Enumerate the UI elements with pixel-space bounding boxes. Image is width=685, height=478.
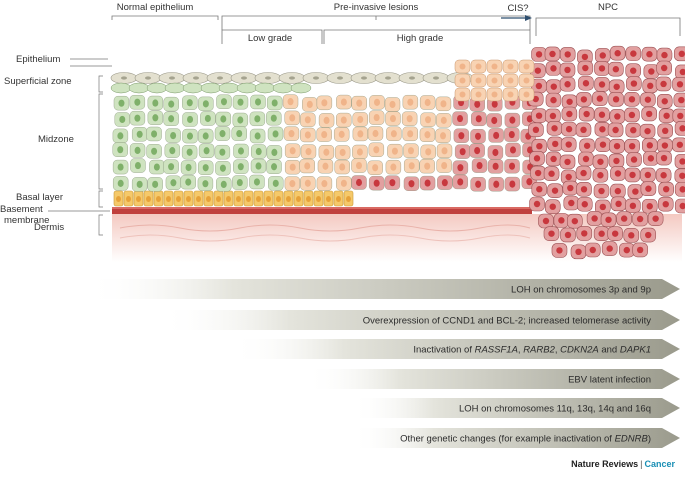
- event-arrow: Other genetic changes (for example inact…: [352, 428, 680, 448]
- separator: ,: [555, 345, 560, 356]
- layer-epithelium-label: Epithelium: [16, 54, 60, 65]
- gene-name: RASSF1A: [475, 345, 518, 356]
- event-arrow: Inactivation of RASSF1A, RARB2, CDKN2A a…: [232, 339, 680, 359]
- stage-preinvasive-label: Pre-invasive lesions: [334, 2, 419, 13]
- squamous-cell: [164, 82, 186, 94]
- layer-basement-label-2: membrane: [4, 215, 49, 226]
- bracket-normal: [111, 15, 219, 20]
- layer-labels: Epithelium Superficial zone Midzone Basa…: [0, 54, 112, 236]
- layer-superficial-label: Superficial zone: [4, 76, 72, 87]
- npc-tumour-mass: [454, 45, 685, 260]
- squamous-cell: [110, 82, 132, 94]
- stage-header: Normal epithelium Pre-invasive lesions L…: [111, 2, 681, 44]
- gene-name: EDNRB: [615, 434, 649, 445]
- svg-text:Other genetic changes (for exa: Other genetic changes (for example inact…: [400, 434, 651, 445]
- gene-name: CDKN2A: [560, 345, 599, 356]
- layer-midzone-label: Midzone: [38, 134, 74, 145]
- stage-low-grade-label: Low grade: [248, 33, 292, 44]
- squamous-cell: [200, 82, 222, 94]
- tissue-illustration: [110, 45, 685, 262]
- layer-dermis-label: Dermis: [34, 222, 64, 233]
- squamous-cell: [218, 82, 240, 94]
- stage-high-grade-label: High grade: [397, 33, 443, 44]
- event-arrow: EBV latent infection: [306, 369, 680, 389]
- event-label: EBV latent infection: [568, 375, 651, 386]
- svg-text:LOH on chromosomes 11q, 13q, 1: LOH on chromosomes 11q, 13q, 14q and 16q: [459, 404, 651, 415]
- journal-credit: Nature Reviews|Cancer: [571, 459, 675, 469]
- gene-name: RARB2: [523, 345, 555, 356]
- squamous-cell: [146, 82, 168, 94]
- journal-name: Nature Reviews: [571, 459, 639, 469]
- separator: ): [648, 434, 651, 445]
- event-arrow: Overexpression of CCND1 and BCL-2; incre…: [160, 310, 680, 330]
- squamous-cell: [272, 82, 294, 94]
- squamous-cell: [254, 82, 276, 94]
- molecular-events: LOH on chromosomes 3p and 9p Overexpress…: [85, 279, 680, 448]
- bracket-npc: [535, 17, 681, 36]
- midzone-cell-layer: [112, 94, 538, 192]
- event-label: Other genetic changes (for example inact…: [400, 434, 614, 445]
- svg-text:Overexpression of CCND1 and BC: Overexpression of CCND1 and BCL-2; incre…: [363, 316, 652, 327]
- squamous-cell: [236, 82, 258, 94]
- event-label: Inactivation of: [413, 345, 474, 356]
- event-label: LOH on chromosomes 11q, 13q, 14q and 16q: [459, 404, 651, 415]
- layer-basal-label: Basal layer: [16, 192, 63, 203]
- svg-text:EBV latent infection: EBV latent infection: [568, 375, 651, 386]
- event-label: Overexpression of CCND1 and BCL-2; incre…: [363, 316, 652, 327]
- bracket-high-grade: [323, 29, 531, 44]
- stage-npc-label: NPC: [598, 2, 618, 13]
- gene-name: DAPK1: [620, 345, 651, 356]
- event-label: LOH on chromosomes 3p and 9p: [511, 285, 651, 296]
- layer-basement-label-1: Basement: [0, 204, 43, 215]
- separator: ,: [518, 345, 523, 356]
- stage-normal-label: Normal epithelium: [117, 2, 194, 13]
- svg-text:Inactivation of RASSF1A, RARB2: Inactivation of RASSF1A, RARB2, CDKN2A a…: [413, 345, 651, 356]
- credit-separator: |: [640, 459, 643, 469]
- event-arrow: LOH on chromosomes 11q, 13q, 14q and 16q: [352, 398, 680, 418]
- superficial-cell-layer: [110, 72, 474, 94]
- basement-membrane: [112, 207, 532, 214]
- event-arrow: LOH on chromosomes 3p and 9p: [85, 279, 680, 299]
- stage-cis-label: CIS?: [507, 3, 528, 14]
- basal-cell-layer: [113, 190, 354, 207]
- bracket-low-grade: [221, 29, 323, 44]
- squamous-cell: [182, 82, 204, 94]
- squamous-cell: [290, 82, 312, 94]
- svg-text:LOH on chromosomes 3p and 9p: LOH on chromosomes 3p and 9p: [511, 285, 651, 296]
- squamous-cell: [128, 82, 150, 94]
- separator: and: [599, 345, 620, 356]
- journal-section: Cancer: [644, 459, 675, 469]
